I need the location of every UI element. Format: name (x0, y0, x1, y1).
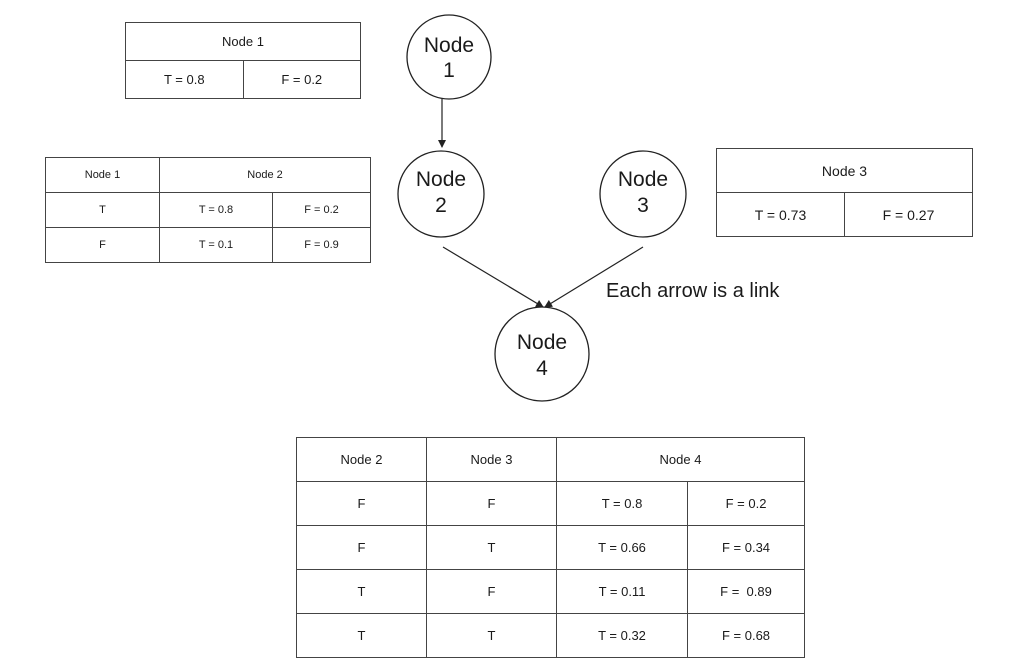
table-row: T F T = 0.11 F = 0.89 (296, 569, 806, 614)
node-2-table-parent-header: Node 1 (45, 157, 160, 193)
probability-false-cell: F = 0.2 (242, 60, 361, 99)
link-node2-to-node4 (442, 246, 544, 308)
probability-true-cell: T = 0.11 (556, 569, 688, 614)
node-4-label-line2: 4 (536, 357, 548, 380)
node-2-label-line2: 2 (435, 194, 447, 217)
probability-false-cell: F = 0.2 (686, 481, 806, 526)
parent-state-cell: F (296, 481, 427, 526)
node-3-table-header: Node 3 (716, 148, 973, 193)
parent-state-cell: T (296, 569, 427, 614)
table-row: F T T = 0.66 F = 0.34 (296, 525, 806, 570)
node-1-probability-table: Node 1 T = 0.8 F = 0.2 (125, 22, 361, 99)
table-header-row: Node 2 Node 3 Node 4 (296, 437, 806, 482)
node-1-table-header: Node 1 (125, 22, 361, 61)
parent-state-cell: F (426, 569, 557, 614)
probability-true-cell: T = 0.32 (556, 613, 688, 658)
parent-state-cell: T (426, 613, 557, 658)
node-4: Node 4 (494, 306, 590, 402)
table-header-row: Node 1 (125, 22, 361, 61)
node-1-label-line1: Node (424, 34, 474, 57)
probability-false-cell: F = 0.9 (271, 227, 372, 263)
node-2-probability-table: Node 1 Node 2 T T = 0.8 F = 0.2 F T = 0.… (45, 157, 372, 263)
link-node3-to-node4 (544, 246, 644, 308)
node-4-table-parent-header-node2: Node 2 (296, 437, 427, 482)
node-3-label-line2: 3 (637, 194, 649, 217)
table-row: T T = 0.8 F = 0.2 (45, 192, 372, 228)
node-1: Node 1 (406, 14, 492, 100)
table-row: T = 0.73 F = 0.27 (716, 192, 973, 237)
node-4-label-line1: Node (517, 331, 567, 354)
node-2: Node 2 (397, 150, 485, 238)
probability-true-cell: T = 0.1 (159, 227, 273, 263)
probability-true-cell: T = 0.8 (125, 60, 244, 99)
node-2-label-line1: Node (416, 168, 466, 191)
parent-state-cell: T (45, 192, 160, 228)
link-caption: Each arrow is a link (606, 280, 780, 302)
node-3-probability-table: Node 3 T = 0.73 F = 0.27 (716, 148, 973, 237)
probability-true-cell: T = 0.8 (159, 192, 273, 228)
parent-state-cell: T (426, 525, 557, 570)
probability-false-cell: F = 0.68 (686, 613, 806, 658)
node-4-table-header: Node 4 (555, 437, 806, 482)
probability-false-cell: F = 0.27 (844, 192, 973, 237)
table-row: T = 0.8 F = 0.2 (125, 60, 361, 99)
node-4-probability-table: Node 2 Node 3 Node 4 F F T = 0.8 F = 0.2… (296, 437, 806, 658)
parent-state-cell: F (426, 481, 557, 526)
probability-true-cell: T = 0.66 (556, 525, 688, 570)
node-3: Node 3 (599, 150, 687, 238)
table-row: F T = 0.1 F = 0.9 (45, 227, 372, 263)
probability-false-cell: F = 0.34 (686, 525, 806, 570)
probability-true-cell: T = 0.8 (556, 481, 688, 526)
node-4-table-parent-header-node3: Node 3 (426, 437, 557, 482)
probability-true-cell: T = 0.73 (716, 192, 845, 237)
parent-state-cell: F (296, 525, 427, 570)
probability-false-cell: F = 0.89 (686, 569, 806, 614)
table-row: T T T = 0.32 F = 0.68 (296, 613, 806, 658)
table-header-row: Node 1 Node 2 (45, 157, 372, 193)
table-row: F F T = 0.8 F = 0.2 (296, 481, 806, 526)
table-header-row: Node 3 (716, 148, 973, 193)
probability-false-cell: F = 0.2 (271, 192, 372, 228)
parent-state-cell: F (45, 227, 160, 263)
node-1-label-line2: 1 (443, 59, 455, 82)
parent-state-cell: T (296, 613, 427, 658)
node-3-label-line1: Node (618, 168, 668, 191)
node-2-table-header: Node 2 (158, 157, 372, 193)
